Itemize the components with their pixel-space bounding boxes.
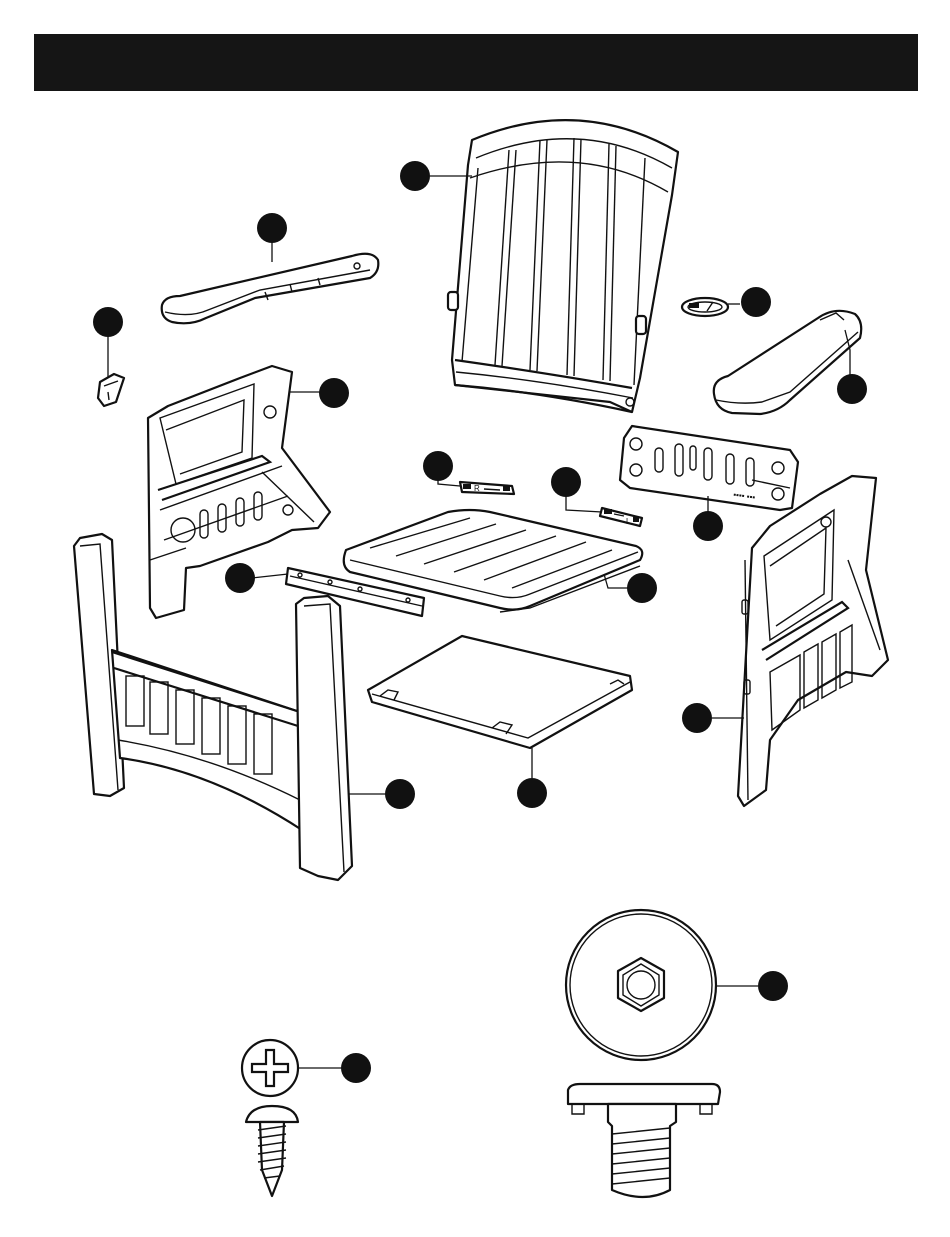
panel-icon	[368, 636, 632, 748]
clip-l-icon: L	[600, 508, 642, 526]
left-armrest-icon	[162, 254, 379, 324]
clip-l-marking: L	[626, 517, 631, 526]
screw-icon	[242, 1040, 298, 1196]
callout-oval-cap	[741, 287, 771, 317]
callout-small-bracket	[93, 307, 123, 337]
callout-left-side-frame	[319, 378, 349, 408]
callout-right-side-frame	[682, 703, 712, 733]
callout-screw	[341, 1053, 371, 1083]
callout-backrest	[400, 161, 430, 191]
clip-r-marking: R	[474, 484, 480, 493]
callout-back-support-plate	[693, 511, 723, 541]
callout-seat-base-panel	[517, 778, 547, 808]
bracket-icon	[98, 374, 124, 406]
callout-metal-bar	[225, 563, 255, 593]
backrest-icon	[448, 120, 678, 412]
callout-clip-r	[423, 451, 453, 481]
callout-right-armrest	[837, 374, 867, 404]
support-plate-icon: ▪▪▪▪ ▪▪▪	[620, 426, 798, 510]
callout-clip-l	[551, 467, 581, 497]
callout-foot-cap	[758, 971, 788, 1001]
callout-front-leg-assembly	[385, 779, 415, 809]
clip-r-icon: R	[460, 482, 514, 494]
foot-cap-icon	[566, 910, 720, 1197]
right-armrest-icon	[714, 311, 861, 414]
callout-seat	[627, 573, 657, 603]
right-side-frame-icon	[738, 476, 888, 806]
oval-cap-icon	[682, 298, 728, 316]
callout-left-armrest	[257, 213, 287, 243]
